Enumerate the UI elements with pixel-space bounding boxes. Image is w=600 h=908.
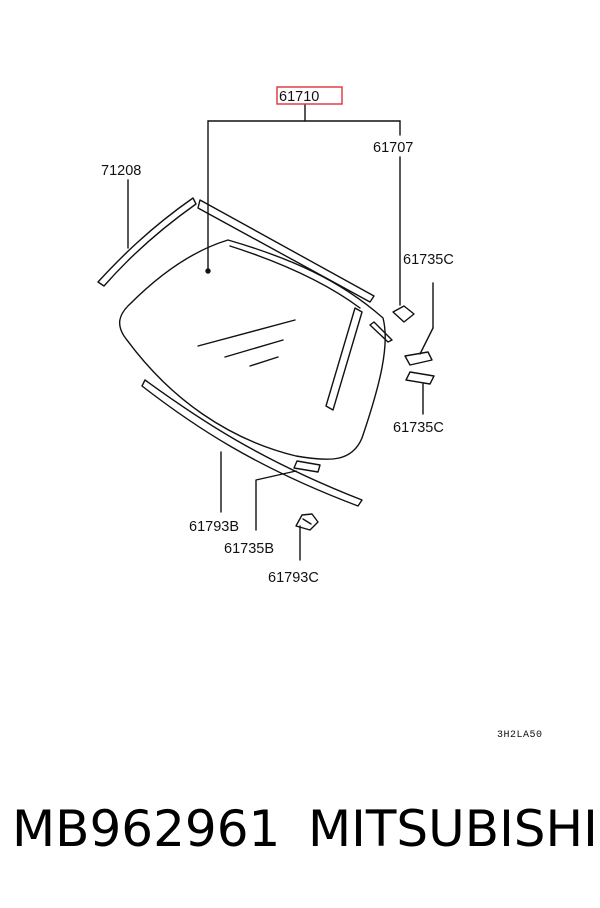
glass-inner-edge [229, 245, 361, 309]
callout-61735C-top[interactable]: 61735C [403, 252, 454, 268]
right-edge-strip [369, 321, 393, 343]
callout-61710[interactable]: 61710 [279, 89, 319, 105]
reflection-line [249, 356, 279, 367]
callout-61793B[interactable]: 61793B [189, 519, 239, 535]
brand-name: MITSUBISHI [308, 800, 598, 858]
diagram-code: 3H2LA50 [497, 730, 543, 741]
leader-61735B [255, 470, 297, 531]
callout-61735C-bottom[interactable]: 61735C [393, 420, 444, 436]
part-number: MB962961 [12, 800, 281, 858]
leader-61735C-top-tail [419, 327, 434, 355]
reflection-line [224, 339, 284, 358]
side-molding [325, 307, 363, 411]
clip-61793C [295, 513, 319, 531]
lower-molding-61793B [141, 379, 363, 507]
windshield-glass [118, 239, 386, 460]
callout-61707[interactable]: 61707 [373, 140, 413, 156]
callout-61793C[interactable]: 61793C [268, 570, 319, 586]
upper-molding [197, 199, 375, 303]
spacer-61735C-top [404, 351, 433, 366]
roof-molding-71208 [97, 197, 197, 287]
callout-71208[interactable]: 71208 [101, 163, 141, 179]
parts-diagram: 61710 61707 71208 61735C 61735C 61793B 6… [97, 86, 543, 741]
clip-61707 [392, 305, 415, 323]
leader-dot [205, 268, 211, 274]
reflection-line [197, 319, 296, 347]
spacer-61735B [293, 460, 321, 473]
clip-detail [302, 518, 312, 525]
spacer-61735C-bottom [405, 371, 435, 385]
footer: MB962961 MITSUBISHI [0, 800, 600, 880]
highlight-box [276, 86, 343, 105]
callout-61735B[interactable]: 61735B [224, 541, 274, 557]
